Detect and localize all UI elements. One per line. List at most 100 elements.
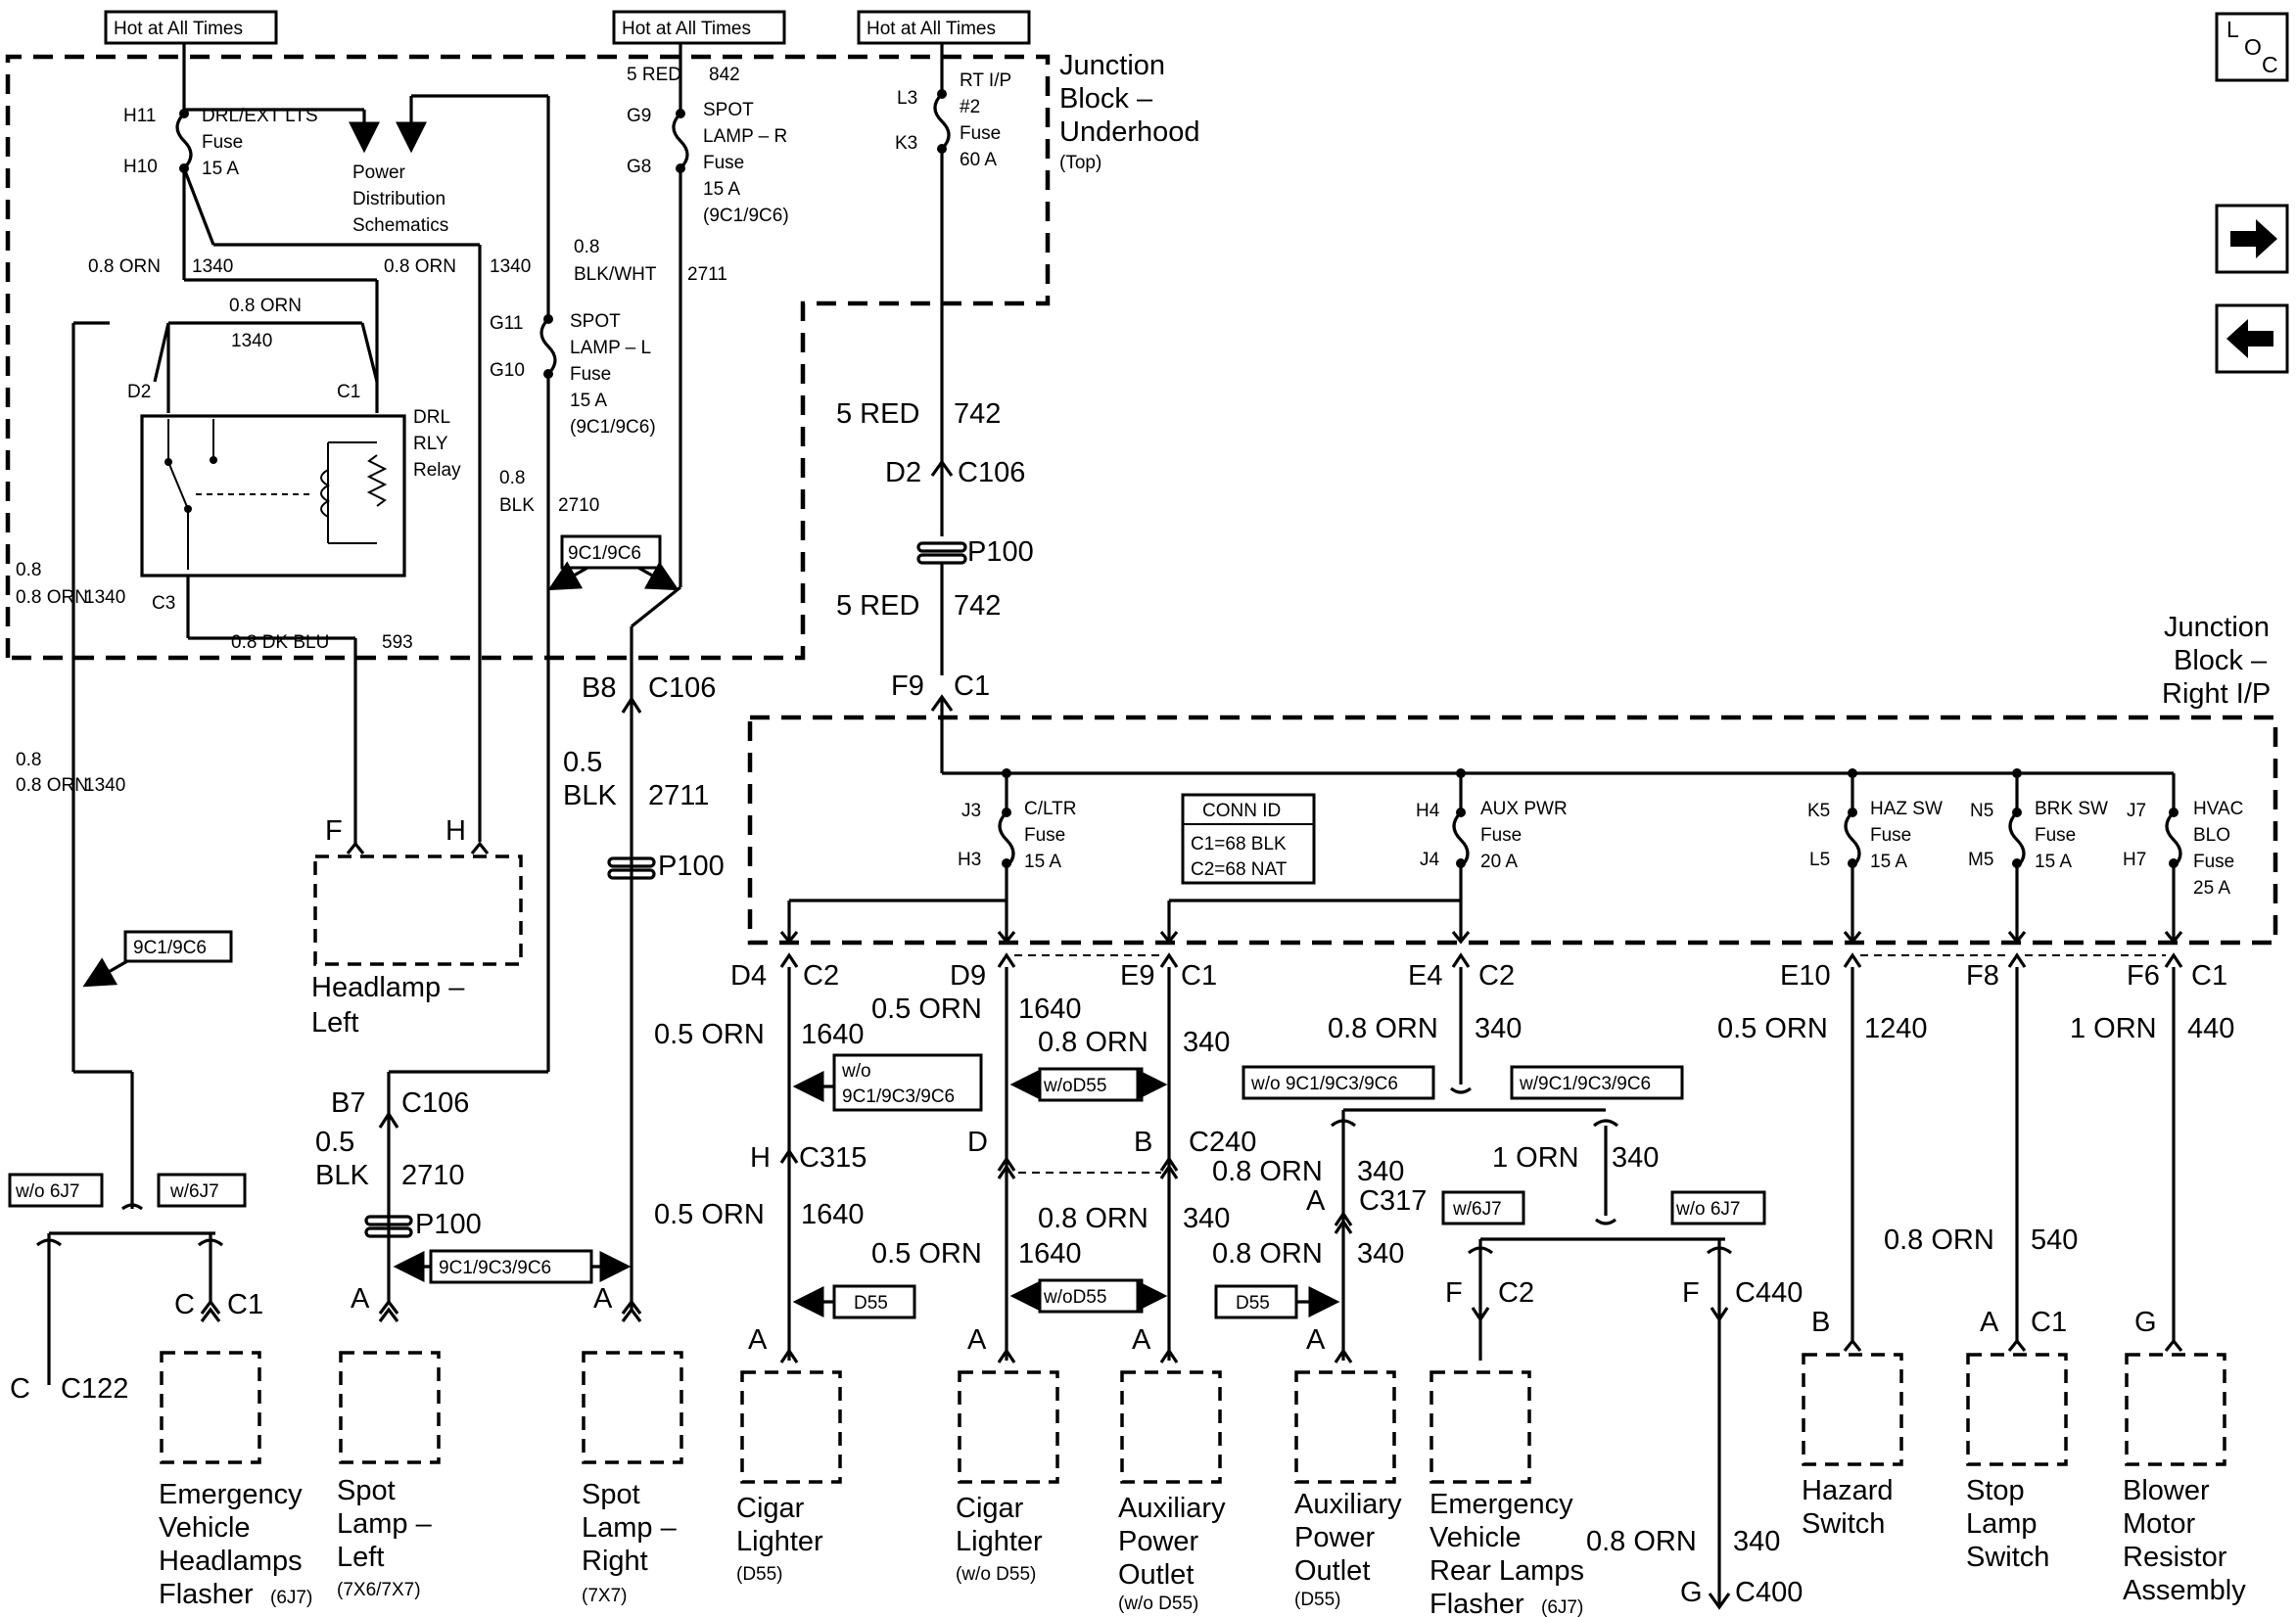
underhood-junction-block-title: Junction Block – Underhood (Top) xyxy=(1059,50,1200,173)
svg-text:540: 540 xyxy=(2031,1224,2078,1256)
svg-text:C2: C2 xyxy=(1498,1277,1534,1309)
svg-text:Schematics: Schematics xyxy=(352,215,448,236)
svg-text:HAZ SW: HAZ SW xyxy=(1870,799,1943,819)
svg-text:2711: 2711 xyxy=(648,780,709,811)
svg-text:Hazard: Hazard xyxy=(1802,1475,1894,1506)
svg-text:E10: E10 xyxy=(1780,960,1831,992)
rt-ip-2-fuse: L3 K3 RT I/P #2 Fuse 60 A xyxy=(895,43,1011,536)
svg-text:CONN ID: CONN ID xyxy=(1202,801,1281,821)
svg-text:D55: D55 xyxy=(854,1293,888,1314)
svg-text:C400: C400 xyxy=(1735,1577,1803,1608)
svg-text:Right I/P: Right I/P xyxy=(2162,678,2271,710)
svg-text:Hot at All Times: Hot at All Times xyxy=(114,19,243,39)
svg-text:A: A xyxy=(1306,1185,1326,1217)
svg-text:0.8 ORN: 0.8 ORN xyxy=(229,296,302,316)
svg-text:(6J7): (6J7) xyxy=(1541,1597,1583,1617)
aux-power-outlet-wo-d55-circuit: 0.8 ORN 340 B C240 0.8 ORN 340 A Auxilia… xyxy=(1038,967,1256,1614)
svg-text:742: 742 xyxy=(954,398,1001,430)
svg-text:842: 842 xyxy=(709,65,740,85)
svg-text:D: D xyxy=(967,1127,988,1158)
previous-page-arrow-icon[interactable] xyxy=(2215,303,2289,374)
svg-text:1 ORN: 1 ORN xyxy=(2070,1013,2157,1044)
svg-text:O: O xyxy=(2244,34,2262,60)
svg-text:9C1/9C6: 9C1/9C6 xyxy=(133,938,207,958)
svg-text:C440: C440 xyxy=(1735,1277,1803,1309)
svg-text:BLK: BLK xyxy=(315,1160,369,1191)
svg-text:E9: E9 xyxy=(1120,960,1154,992)
wire-label: 1340 xyxy=(490,256,531,277)
drl-relay: 0.8 ORN 1340 D2 C1 DRL RLY Relay C3 xyxy=(127,278,461,614)
svg-text:C1: C1 xyxy=(337,382,360,402)
svg-text:D55: D55 xyxy=(1236,1293,1270,1314)
svg-text:H: H xyxy=(445,815,466,847)
svg-text:J7: J7 xyxy=(2127,801,2146,821)
ip-fuse-haz-sw: K5 L5 HAZ SW Fuse 15 A xyxy=(1807,768,1943,940)
svg-text:0.8 ORN: 0.8 ORN xyxy=(1212,1156,1323,1187)
svg-text:J3: J3 xyxy=(961,801,981,821)
svg-text:A: A xyxy=(593,1283,613,1315)
svg-text:M5: M5 xyxy=(1968,850,1993,870)
svg-text:Junction: Junction xyxy=(1059,50,1165,81)
wire-2711: B8 C106 0.5 BLK 2711 P100 xyxy=(563,672,725,882)
svg-text:BLK: BLK xyxy=(563,780,617,811)
svg-text:C1: C1 xyxy=(227,1289,263,1320)
svg-text:5 RED: 5 RED xyxy=(836,398,919,430)
svg-text:HVAC: HVAC xyxy=(2193,799,2243,819)
svg-text:0.8 ORN: 0.8 ORN xyxy=(1212,1238,1323,1270)
svg-text:0.5 ORN: 0.5 ORN xyxy=(871,993,982,1025)
svg-text:C1: C1 xyxy=(1181,960,1217,992)
svg-text:DRL/EXT LTS: DRL/EXT LTS xyxy=(202,106,318,126)
wire-label: 1340 xyxy=(192,256,233,277)
location-icon[interactable]: L O C xyxy=(2215,12,2289,82)
svg-text:Lighter: Lighter xyxy=(736,1526,823,1557)
svg-text:Lamp –: Lamp – xyxy=(337,1508,433,1540)
svg-text:P100: P100 xyxy=(967,536,1034,568)
svg-text:0.5 ORN: 0.5 ORN xyxy=(871,1238,982,1270)
wire-742: 5 RED 742 D2 C106 P100 5 RED 742 F9 C1 xyxy=(836,398,2174,775)
svg-text:(7X7): (7X7) xyxy=(582,1586,627,1606)
svg-text:w/o 9C1/9C3/9C6: w/o 9C1/9C3/9C6 xyxy=(1250,1074,1398,1094)
svg-text:L5: L5 xyxy=(1809,850,1830,870)
svg-text:0.5 ORN: 0.5 ORN xyxy=(654,1199,765,1230)
svg-text:Outlet: Outlet xyxy=(1294,1555,1370,1587)
svg-text:G11: G11 xyxy=(490,313,524,334)
svg-text:C2=68 NAT: C2=68 NAT xyxy=(1191,859,1288,880)
svg-text:Vehicle: Vehicle xyxy=(1429,1522,1522,1553)
svg-text:F9: F9 xyxy=(891,670,924,702)
svg-text:C315: C315 xyxy=(799,1142,867,1174)
svg-text:Emergency: Emergency xyxy=(159,1479,303,1510)
svg-text:(9C1/9C6): (9C1/9C6) xyxy=(570,417,656,438)
next-page-arrow-icon[interactable] xyxy=(2215,204,2289,274)
svg-text:BLO: BLO xyxy=(2193,825,2230,846)
cigar-lighter-d55-circuit: 0.5 ORN 1640 w/o 9C1/9C3/9C6 H C315 0.5 … xyxy=(654,967,983,1585)
svg-text:(D55): (D55) xyxy=(736,1564,783,1585)
wire-1340-left: 0.8 0.8 ORN 1340 0.8 0.8 ORN 1340 xyxy=(16,321,134,1209)
svg-text:Fuse: Fuse xyxy=(570,364,611,385)
svg-text:C106: C106 xyxy=(401,1087,469,1119)
svg-text:Lamp: Lamp xyxy=(1966,1508,2038,1540)
svg-text:1640: 1640 xyxy=(1018,1238,1082,1270)
aux-power-outlet-d55-circuit: 0.8 ORN 340 w/o 9C1/9C3/9C6 w/9C1/9C3/9C… xyxy=(1212,967,1684,1610)
svg-text:w/oD55: w/oD55 xyxy=(1043,1076,1106,1096)
svg-text:C317: C317 xyxy=(1359,1185,1427,1217)
svg-text:w/o: w/o xyxy=(841,1061,871,1082)
svg-text:H11: H11 xyxy=(123,106,156,126)
wire-593: 0.8 DK BLU 593 xyxy=(186,607,413,844)
svg-text:Flasher: Flasher xyxy=(1429,1589,1524,1617)
svg-text:Fuse: Fuse xyxy=(1870,825,1911,846)
svg-text:BRK SW: BRK SW xyxy=(2035,799,2108,819)
svg-text:Motor: Motor xyxy=(2123,1508,2195,1540)
svg-text:60 A: 60 A xyxy=(960,150,997,170)
svg-text:F8: F8 xyxy=(1966,960,1999,992)
svg-text:0.8 ORN: 0.8 ORN xyxy=(1586,1526,1697,1557)
svg-text:Vehicle: Vehicle xyxy=(159,1512,251,1544)
svg-text:w/6J7: w/6J7 xyxy=(169,1181,219,1202)
svg-text:L3: L3 xyxy=(897,88,917,109)
emergency-vehicle-headlamps-flasher: w/o 6J7 w/6J7 C C122 C C1 Emergency Vehi… xyxy=(8,1173,312,1610)
svg-text:H: H xyxy=(750,1142,771,1174)
svg-text:Left: Left xyxy=(311,1007,358,1039)
svg-text:(w/o D55): (w/o D55) xyxy=(956,1564,1036,1585)
svg-text:340: 340 xyxy=(1357,1156,1404,1187)
svg-text:G9: G9 xyxy=(627,106,651,126)
svg-text:1640: 1640 xyxy=(1018,993,1082,1025)
